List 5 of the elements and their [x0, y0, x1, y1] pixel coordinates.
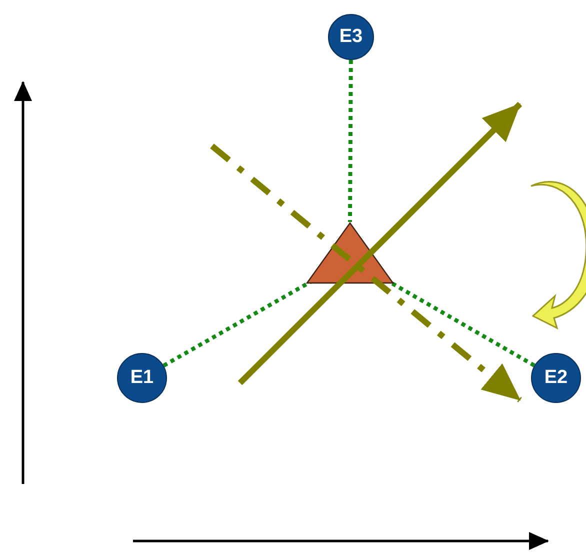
node-circle: E2: [531, 353, 581, 403]
connector-line: [348, 60, 353, 222]
node-circle: E3: [328, 14, 374, 60]
triangle-node: [306, 222, 394, 284]
node-circle: E1: [117, 353, 167, 403]
